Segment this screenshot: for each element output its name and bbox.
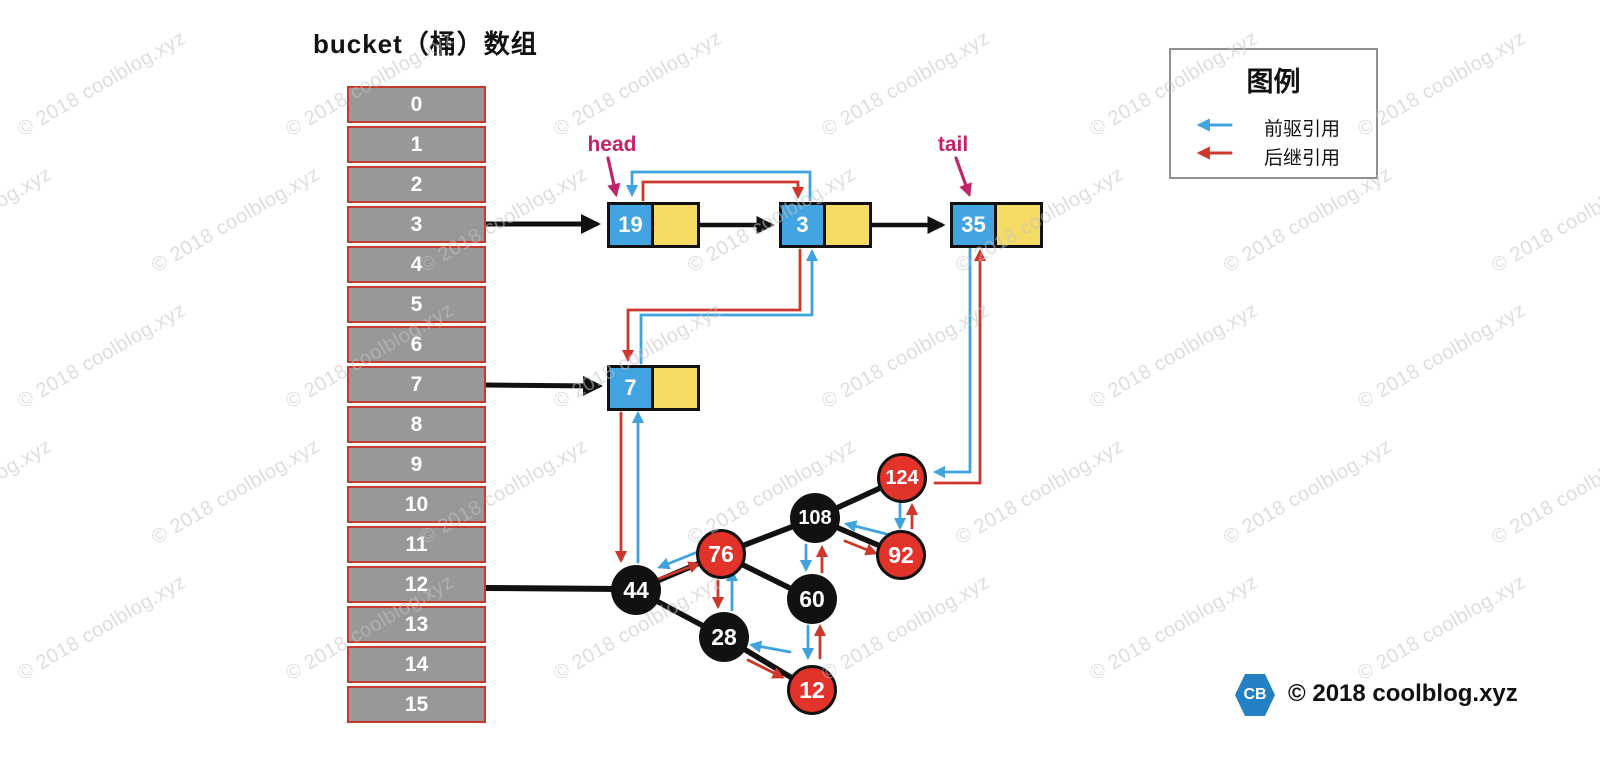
bucket-cell-7: 7 [347,366,486,403]
list-node-35: 35 [950,202,1043,248]
tree-node-28: 28 [699,612,749,662]
list-node-3-value-cell [825,202,872,248]
tree-node-12: 12 [787,665,837,715]
bucket-cell-3: 3 [347,206,486,243]
bucket-cell-9: 9 [347,446,486,483]
bucket-cell-5: 5 [347,286,486,323]
tree-node-108: 108 [790,493,840,543]
list-node-35-value-cell [996,202,1043,248]
tree-node-76: 76 [696,529,746,579]
bucket-cell-10: 10 [347,486,486,523]
bucket-cell-1: 1 [347,126,486,163]
coolblog-logo-text: CB [1243,686,1267,703]
bucket-cell-14: 14 [347,646,486,683]
head-pointer-label: head [587,133,637,156]
pred-arrow-12-28 [748,640,792,654]
tree-node-92: 92 [876,530,926,580]
bucket-cell-11: 11 [347,526,486,563]
list-node-7: 7 [607,365,700,411]
head-pointer-arrow [606,156,621,198]
list-node-7-value-cell [653,365,700,411]
pred-arrow-7-3 [639,248,819,365]
bucket-cell-4: 4 [347,246,486,283]
bucket-cell-6: 6 [347,326,486,363]
bucket-12-arrow-to-44 [483,585,625,592]
list-node-3-key-cell: 3 [779,202,825,248]
legend-label-succ: 后继引用 [1264,148,1341,169]
pred-arrow-3-19 [625,170,812,202]
bucket-cell-8: 8 [347,406,486,443]
list-node-19-key-cell: 19 [607,202,653,248]
footer-copyright: © 2018 coolblog.xyz [1288,680,1518,707]
succ-arrow-3-7 [621,248,802,363]
succ-arrow-44-76 [656,561,701,581]
succ-arrow-124-35 [933,248,987,485]
bucket-cell-2: 2 [347,166,486,203]
list-node-3: 3 [779,202,872,248]
list-node-7-key-cell: 7 [607,365,653,411]
bucket-cell-12: 12 [347,566,486,603]
pred-arrow-76-44 [657,549,702,570]
bucket-cell-13: 13 [347,606,486,643]
legend-label-pred: 前驱引用 [1264,119,1341,140]
succ-arrow-19-3 [641,180,805,202]
legend-box: 图例 前驱引用 后继引用 [1169,48,1378,179]
list-node-35-key-cell: 35 [950,202,996,248]
bucket-7-arrow-to-7 [483,375,603,396]
legend-title: 图例 [1246,67,1301,97]
list-node-19-value-cell [653,202,700,248]
bucket-array-title: bucket（桶）数组 [313,29,538,59]
succ-arrow-108-92 [843,539,878,556]
pred-arrow-35-124 [932,247,972,479]
bucket-cell-0: 0 [347,86,486,123]
tail-pointer-arrow [954,156,972,198]
tail-pointer-label: tail [937,133,969,156]
bucket-cell-15: 15 [347,686,486,723]
tree-node-44: 44 [611,565,661,615]
succ-arrow-28-12 [746,658,785,679]
list-node-19: 19 [607,202,700,248]
tree-node-124: 124 [877,453,927,503]
tree-node-60: 60 [787,574,837,624]
